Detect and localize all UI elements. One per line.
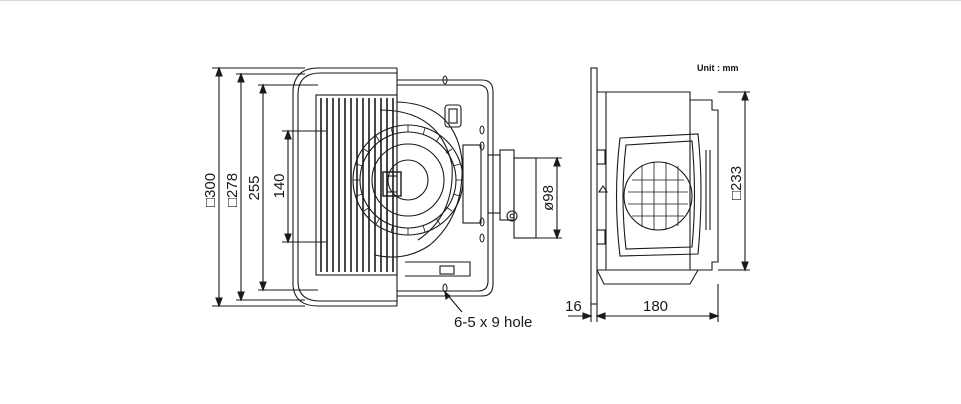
side-body [597,91,719,271]
dim-140-label: 140 [271,173,288,198]
dim-98-label: ø98 [540,185,557,211]
dim-278-label: □278 [224,173,241,207]
dimension-98 [536,156,562,240]
grille-slats [320,98,394,272]
side-flange [590,67,598,305]
dim-233-label: □233 [728,166,745,200]
duct-spigot [487,149,537,239]
dimension-255 [258,83,318,292]
hole-leader [444,290,463,313]
dimension-278 [236,72,305,302]
dimension-300 [212,66,305,308]
dim-16-label: 16 [565,298,582,315]
unit-label: Unit : mm [697,63,739,73]
dim-180-label: 180 [643,298,668,315]
side-outlet [615,133,702,257]
top-border [0,0,961,1]
dimension-140 [282,129,326,244]
dimension-233 [718,90,750,272]
side-damper [623,161,693,231]
dimension-16-180 [568,284,720,322]
dim-255-label: 255 [246,175,263,200]
hole-note: 6-5 x 9 hole [454,314,532,331]
front-housing [397,79,494,297]
front-outer-frame [292,67,397,307]
front-view [212,66,562,313]
side-view [568,67,750,322]
dim-300-label: □300 [202,173,219,207]
